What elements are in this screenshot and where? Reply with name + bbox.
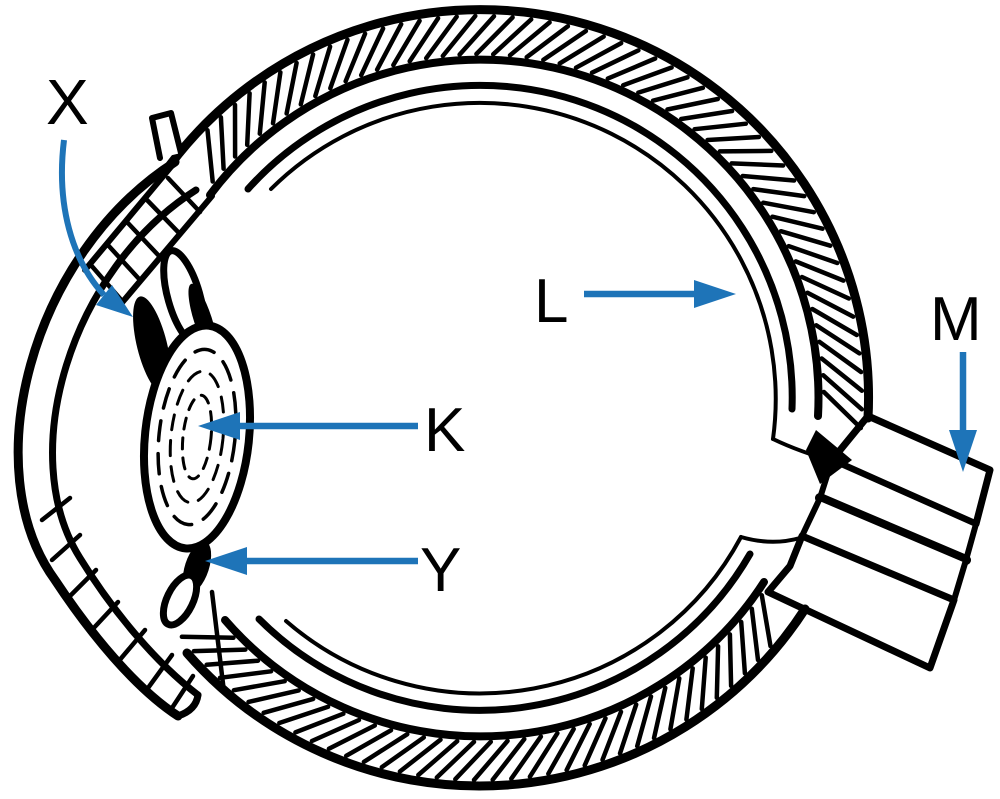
retina-inner-top-arc — [269, 100, 778, 441]
retina-inner-bottom-arc — [284, 535, 743, 696]
suspensory-ligament-line — [209, 589, 227, 695]
label-x-arrow — [59, 139, 107, 298]
label-m-text: M — [930, 285, 982, 354]
label-l-arrowhead — [694, 280, 736, 308]
cornea-outer-arc — [13, 157, 183, 721]
optic-disc-wedge — [806, 430, 852, 484]
cornea-lower-limb-hatching — [39, 495, 196, 711]
sclera-inner-top-arc — [206, 55, 823, 420]
lens-fiber-ring-outer — [156, 347, 238, 527]
label-y-text: Y — [420, 536, 461, 605]
label-x-arrowhead — [96, 285, 133, 317]
optic-nerve — [764, 412, 994, 672]
cornea-tip — [174, 691, 202, 720]
label-y: Y — [205, 536, 461, 605]
cornea — [13, 110, 202, 721]
label-k-arrowhead — [198, 412, 240, 440]
retina-nerve-connector-bottom — [739, 535, 802, 544]
annotations: X K Y L M — [46, 66, 982, 605]
label-y-arrowhead — [205, 547, 247, 575]
retina-outer-bottom-arc — [255, 550, 754, 714]
sclera-outer-bottom-arc — [182, 604, 810, 791]
sclera-inner-bottom-arc — [221, 578, 768, 741]
lens-fiber-ring-middle — [168, 369, 226, 505]
sclera-hatching — [179, 13, 865, 783]
lens-fiber-ring-inner — [180, 393, 214, 481]
sclera-outer-top-arc — [165, 5, 874, 423]
label-x: X — [46, 66, 133, 317]
limbus-tab — [149, 110, 184, 161]
label-k: K — [198, 396, 465, 465]
iris — [133, 247, 218, 629]
retina-layer — [244, 81, 838, 714]
optic-nerve-sheath-bottom — [764, 532, 958, 672]
label-l-text: L — [534, 267, 568, 336]
lens — [139, 321, 255, 553]
label-k-text: K — [424, 396, 465, 465]
label-l: L — [534, 267, 736, 336]
cornea-inner-arc — [49, 186, 202, 699]
label-x-text: X — [46, 66, 89, 138]
retina-outer-top-arc — [244, 81, 796, 413]
label-m-arrowhead — [949, 430, 977, 472]
sclera — [165, 5, 874, 791]
ciliary-wedge-edge-upper — [82, 159, 178, 273]
ciliary-process-lower — [159, 571, 201, 629]
label-m: M — [930, 285, 982, 472]
